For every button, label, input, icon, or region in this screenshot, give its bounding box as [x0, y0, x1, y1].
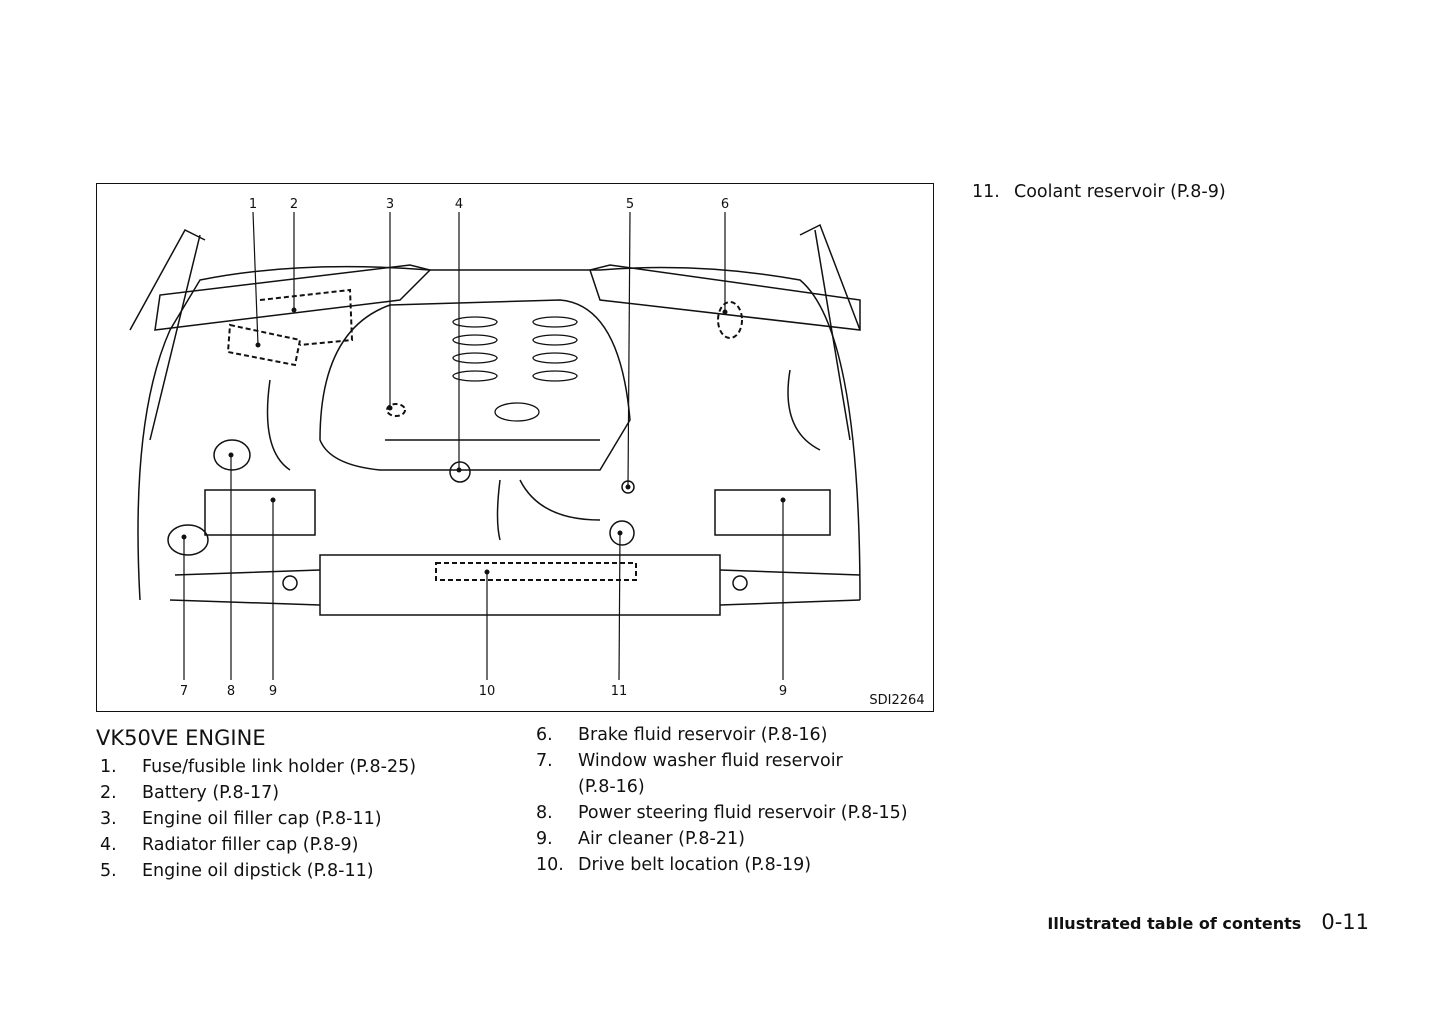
item-number: 11.	[972, 182, 1000, 202]
list-item: 8. Power steering fluid reservoir (P.8-15…	[536, 800, 908, 826]
parts-list-col2: 6. Brake fluid reservoir (P.8-16) 7. Windo…	[536, 722, 908, 878]
callout-1: 1	[249, 197, 257, 212]
page-number: 0-11	[1321, 910, 1369, 934]
callout-9-right: 9	[779, 684, 787, 699]
item-number: 7.	[536, 751, 553, 771]
item-number: 8.	[536, 803, 553, 823]
item-text: Air cleaner (P.8-21)	[578, 829, 745, 849]
list-item: 4. Radiator filler cap (P.8-9)	[100, 832, 416, 858]
list-item: 7. Window washer fluid reservoir (P.8-16)	[536, 748, 908, 800]
list-item: 11. Coolant reservoir (P.8-9)	[972, 179, 1226, 205]
item-number: 1.	[100, 757, 117, 777]
figure-code: SDI2264	[869, 693, 924, 708]
list-item: 3. Engine oil filler cap (P.8-11)	[100, 806, 416, 832]
callout-4: 4	[455, 197, 463, 212]
callout-10: 10	[479, 684, 496, 699]
item-text: Coolant reservoir (P.8-9)	[1014, 182, 1226, 202]
section-title: VK50VE ENGINE	[96, 726, 266, 750]
item-text: Power steering fluid reservoir (P.8-15)	[578, 803, 908, 823]
item-number: 9.	[536, 829, 553, 849]
callout-9-left: 9	[269, 684, 277, 699]
item-text: Fuse/fusible link holder (P.8-25)	[142, 757, 417, 777]
page-footer: Illustrated table of contents 0-11	[1047, 910, 1369, 934]
list-item: 5. Engine oil dipstick (P.8-11)	[100, 858, 416, 884]
parts-list-col3: 11. Coolant reservoir (P.8-9)	[972, 179, 1226, 205]
callout-11: 11	[611, 684, 628, 699]
item-text: Battery (P.8-17)	[142, 783, 280, 803]
callout-5: 5	[626, 197, 634, 212]
callout-2: 2	[290, 197, 298, 212]
list-item: 10. Drive belt location (P.8-19)	[536, 852, 908, 878]
item-text: Engine oil dipstick (P.8-11)	[142, 861, 374, 881]
engine-drawing: 1 2 3 4 5 6 7 8 9 10 11 9 SDI2264	[129, 197, 925, 708]
item-number: 5.	[100, 861, 117, 881]
item-text: Window washer fluid reservoir (P.8-16)	[578, 751, 843, 797]
list-item: 9. Air cleaner (P.8-21)	[536, 826, 908, 852]
item-number: 6.	[536, 725, 553, 745]
item-text: Drive belt location (P.8-19)	[578, 855, 812, 875]
callout-8: 8	[227, 684, 235, 699]
item-text: Radiator filler cap (P.8-9)	[142, 835, 359, 855]
callout-7: 7	[180, 684, 188, 699]
list-item: 6. Brake fluid reservoir (P.8-16)	[536, 722, 908, 748]
list-item: 1. Fuse/fusible link holder (P.8-25)	[100, 754, 416, 780]
list-item: 2. Battery (P.8-17)	[100, 780, 416, 806]
item-number: 3.	[100, 809, 117, 829]
item-text: Engine oil filler cap (P.8-11)	[142, 809, 382, 829]
footer-section-title: Illustrated table of contents	[1047, 914, 1302, 933]
engine-diagram: 1 2 3 4 5 6 7 8 9 10 11 9 SDI2264	[96, 183, 934, 712]
callout-6: 6	[721, 197, 729, 212]
item-number: 4.	[100, 835, 117, 855]
callout-3: 3	[386, 197, 394, 212]
item-text: Brake fluid reservoir (P.8-16)	[578, 725, 828, 745]
item-number: 10.	[536, 855, 564, 875]
item-number: 2.	[100, 783, 117, 803]
parts-list-col1: 1. Fuse/fusible link holder (P.8-25) 2. Ba…	[100, 754, 416, 884]
